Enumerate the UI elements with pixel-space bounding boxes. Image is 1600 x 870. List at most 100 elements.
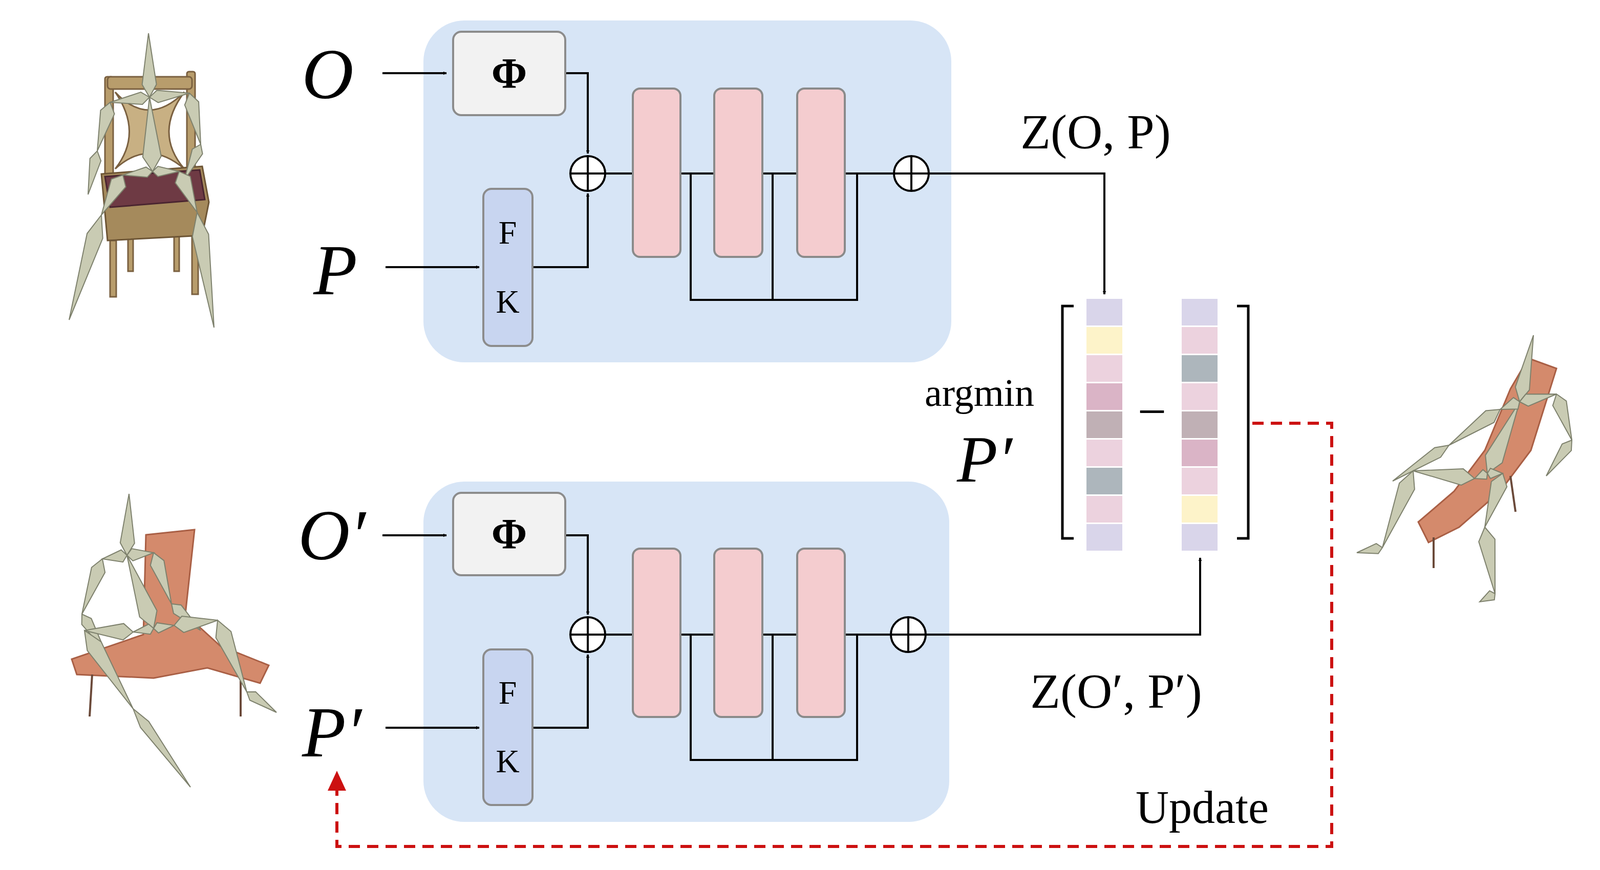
wooden-chair [101,71,209,297]
output-arrow [925,558,1201,635]
skeleton-bone [81,559,105,615]
vector-cell [1086,439,1123,467]
vector-cell [1181,327,1218,354]
skeleton-bone [149,90,190,103]
update-arrowhead [327,771,347,792]
skeleton-bone [102,550,127,563]
skeleton-bone [216,620,247,693]
diagram-shape [714,88,763,258]
skeleton-bone [150,552,172,605]
diagram-shape [632,548,681,718]
vector-cell [1181,524,1218,551]
input-arrow [385,727,480,730]
vector-cell [1086,355,1123,382]
vector-cell [1181,496,1218,523]
diagram-shape [570,617,606,653]
network-panel [423,20,952,363]
skeleton-bone [1413,468,1475,486]
skeleton-bone [101,175,126,216]
encoder-box: Φ [452,30,567,117]
diagram-shape [907,617,910,653]
diagram-shape [586,156,589,191]
diagram-shape [1236,306,1249,539]
skip-line [771,634,774,761]
network-panel [423,481,950,823]
lounge-chair [71,529,269,717]
diagram-shape [797,548,845,718]
skeleton-bone [1484,473,1507,528]
diagram-shape [890,617,926,653]
feature-symbol: Z(O, P) [1020,107,1171,157]
vector-cell [1181,299,1218,326]
box-label: Φ [491,52,528,96]
skeleton-bone [84,630,134,710]
input-symbol: O′ [297,499,366,572]
skeleton-bone [1478,527,1496,594]
input-arrow [382,534,447,537]
diagram-shape [714,548,763,718]
skeleton-bone [153,623,175,634]
kinematics-box: F K [482,187,534,348]
input-symbol: P′ [302,696,362,769]
input-arrow [382,72,447,75]
layer-block [632,88,845,258]
update-loop [336,423,1332,847]
feature-arrow [531,193,588,268]
input-symbol: O [301,38,354,111]
skeleton-bone [69,215,103,320]
diagram-shape [1510,476,1516,512]
skeleton-bone [1500,397,1520,410]
skeleton-bone [88,151,101,195]
diagram-shape [101,166,209,241]
main-line [605,172,633,175]
skeleton-bone [97,102,115,152]
skeleton-bone [1546,440,1572,477]
vector-cell [1086,299,1123,326]
feature-symbol: Z(O′, P′) [1030,667,1202,717]
minus-sign: − [1137,386,1167,438]
skeleton-bone [142,33,157,98]
skeleton-bone [1382,471,1415,548]
diagram-shape [110,240,117,297]
skeleton-bone [142,97,162,172]
skeleton-bone [133,624,154,635]
bracket [1062,306,1249,539]
main-line [680,172,715,175]
skeleton-bone [133,709,191,788]
skeleton-bone [1515,335,1534,402]
skeleton-bone [175,171,198,213]
feature-arrow [566,535,588,615]
main-line [844,172,894,175]
skeleton-bone [1474,470,1488,480]
diagram-shape [1432,537,1435,569]
skeleton-bone [192,212,215,328]
skeleton [69,33,1572,788]
kinematics-box: F K [482,648,534,807]
skeleton-bone [246,692,277,713]
vector-cell [1181,439,1218,467]
vector-cell [1086,496,1123,523]
vector-cell [1086,467,1123,495]
operator-label: argmin [924,373,1035,413]
skeleton-bone [122,166,153,178]
vector-cell [1086,524,1123,551]
feature-arrow [566,73,588,154]
diagram-shape [586,617,589,653]
diagram-shape [797,88,845,258]
skeleton-bone [1479,590,1496,603]
skeleton-bone [120,494,135,556]
main-line [762,172,798,175]
main-line [762,633,798,636]
output-arrow [928,173,1105,295]
main-line [844,633,891,636]
skip-line [771,173,774,301]
diagram-shape [570,156,606,191]
skeleton-bone [152,166,180,177]
box-label: Φ [491,513,528,557]
skeleton-bone [110,92,150,105]
encoder-box: Φ [452,492,567,577]
input-symbol: P [313,234,358,307]
